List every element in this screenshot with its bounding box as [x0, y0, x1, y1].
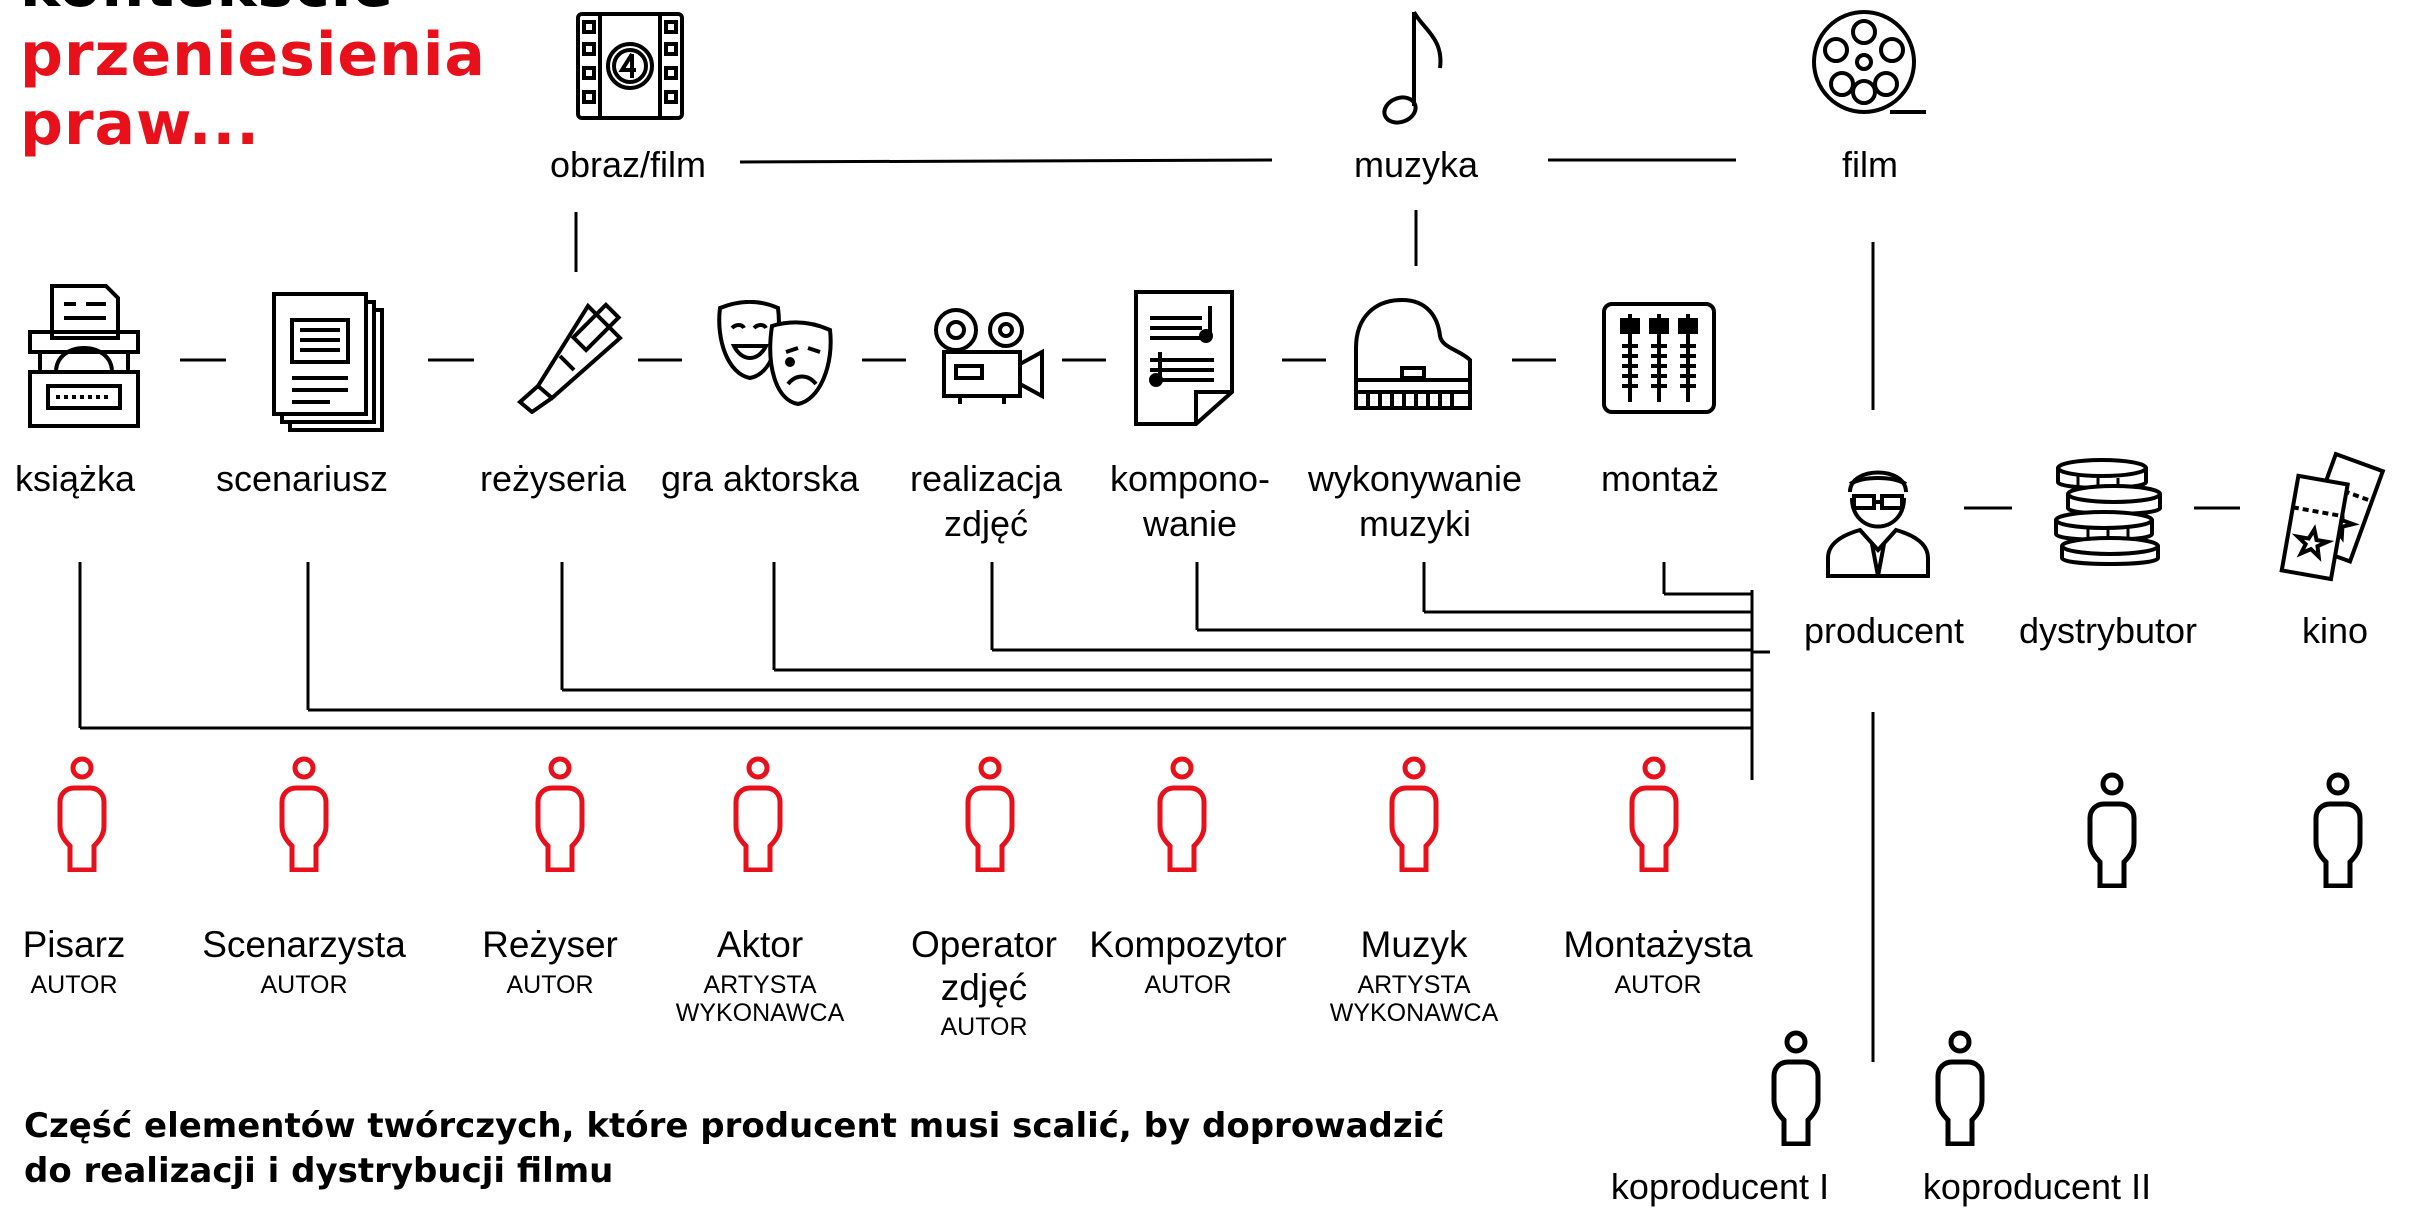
person-icon-operator — [965, 756, 1015, 872]
node-label-dystrybutor: dystrybutor — [2018, 610, 2198, 651]
mixer-icon — [1602, 302, 1716, 414]
person-label-scenarzysta: Scenarzysta AUTOR — [202, 924, 406, 999]
person-icon-muzyk — [1389, 756, 1439, 872]
music-note-icon — [1382, 11, 1443, 125]
coins-icon — [2054, 458, 2162, 566]
producer-icon — [1826, 470, 1930, 578]
node-label-rezyseria: reżyseria — [479, 458, 627, 499]
node-label-komponowanie: kompono-wanie — [1109, 458, 1271, 544]
node-label-gra-aktorska: gra aktorska — [660, 458, 860, 499]
person-label-operator: Operator zdjęć AUTOR — [910, 924, 1057, 1042]
grand-piano-icon — [1354, 297, 1472, 410]
node-label-producent: producent — [1803, 610, 1965, 651]
node-label-kino: kino — [2301, 610, 2369, 651]
script-pages-icon — [272, 292, 384, 432]
caption-line-1: Część elementów twórczych, które produce… — [24, 1106, 1445, 1146]
node-label-montaz: montaż — [1600, 458, 1720, 499]
person-icon-kompozytor — [1157, 756, 1207, 872]
person-icon-aktor — [733, 756, 783, 872]
typewriter-icon — [28, 284, 140, 428]
movie-camera-icon — [934, 308, 1044, 404]
node-label-koproducent-1: koproducent I — [1610, 1166, 1830, 1207]
title-line-2: przeniesienia — [20, 20, 486, 90]
sheet-music-icon — [1134, 290, 1234, 426]
person-label-kompozytor: Kompozytor AUTOR — [1089, 924, 1287, 999]
person-icon-scenarzysta — [279, 756, 329, 872]
title-line-3: praw... — [20, 89, 260, 159]
node-label-obraz-film: obraz/film — [549, 144, 707, 185]
page-title: kontekście przeniesienia praw... — [20, 0, 486, 159]
person-label-rezyser: Reżyser AUTOR — [482, 924, 618, 999]
person-icon-koproducent-1 — [1771, 1030, 1821, 1146]
node-label-ksiazka: książka — [14, 458, 136, 499]
person-icon-pisarz — [57, 756, 107, 872]
person-icon-montazysta — [1629, 756, 1679, 872]
title-line-1: kontekście — [20, 0, 486, 21]
person-label-montazysta: Montażysta AUTOR — [1563, 924, 1753, 999]
person-icon-dystrybutor — [2087, 772, 2137, 888]
tickets-icon — [2279, 451, 2386, 582]
node-label-scenariusz: scenariusz — [215, 458, 389, 499]
node-label-muzyka: muzyka — [1353, 144, 1479, 185]
person-label-pisarz: Pisarz AUTOR — [22, 924, 126, 999]
node-label-film: film — [1842, 144, 1898, 185]
person-icon-kino — [2313, 772, 2363, 888]
film-reel-icon — [1812, 10, 1926, 114]
theater-masks-icon — [717, 300, 833, 407]
caption-line-2: do realizacji i dystrybucji filmu — [24, 1151, 614, 1192]
person-icon-koproducent-2 — [1935, 1030, 1985, 1146]
node-label-koproducent-2: koproducent II — [1922, 1166, 2152, 1207]
megaphone-icon — [516, 301, 623, 414]
person-icon-rezyser — [535, 756, 585, 872]
film-strip-icon — [576, 12, 684, 120]
diagram-caption: Część elementów twórczych, które produce… — [24, 1104, 1444, 1194]
